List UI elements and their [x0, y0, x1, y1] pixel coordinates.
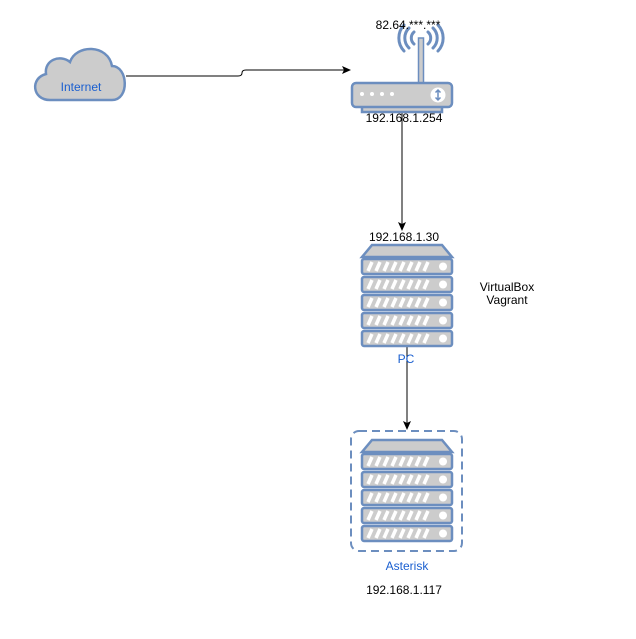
router-public-ip: 82.64.***.*** — [376, 18, 441, 32]
virtualbox-label: VirtualBox — [480, 280, 534, 294]
vagrant-label: Vagrant — [486, 293, 528, 307]
router-lan-ip: 192.168.1.254 — [366, 111, 443, 125]
vm-boundary — [350, 430, 463, 552]
internet-label: Internet — [61, 80, 102, 94]
pc-ip: 192.168.1.30 — [369, 230, 439, 244]
asterisk-label: Asterisk — [386, 559, 430, 573]
cloud-icon[interactable] — [34, 47, 126, 102]
edge-internet-router — [126, 66, 351, 77]
pc-label: PC — [398, 352, 415, 366]
server-icon[interactable] — [362, 245, 452, 346]
virtual-server-icon[interactable] — [362, 440, 452, 541]
wireless-router-icon[interactable] — [350, 23, 454, 114]
asterisk-ip: 192.168.1.117 — [366, 583, 442, 597]
